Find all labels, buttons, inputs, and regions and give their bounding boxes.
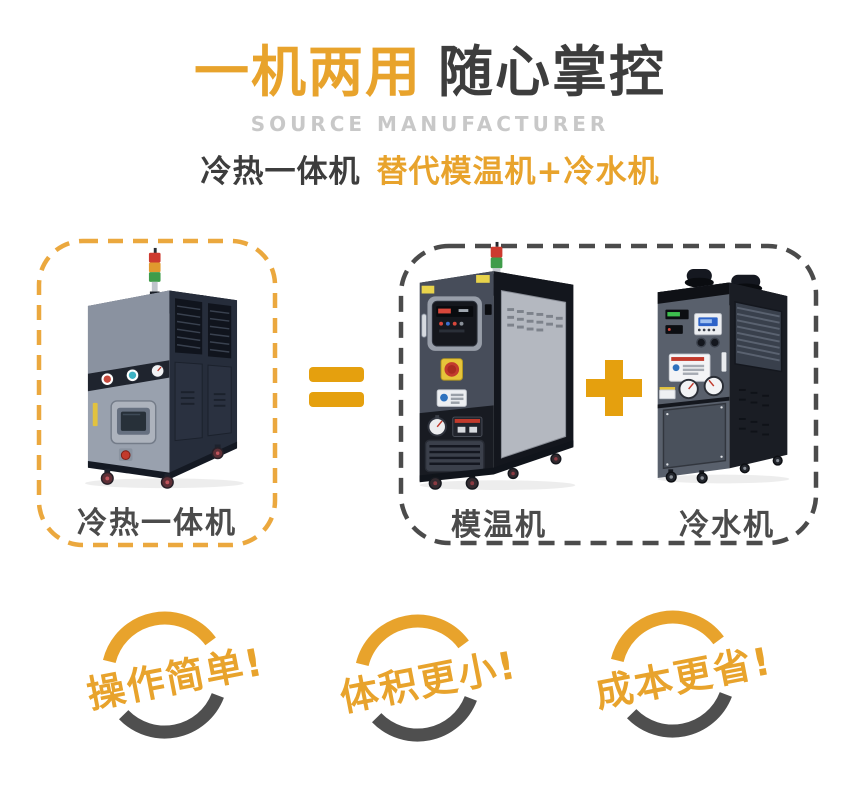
casters: [665, 455, 783, 484]
gauge-icons: [678, 375, 724, 400]
casters: [100, 444, 224, 489]
control-window: [110, 400, 157, 445]
control-window: [427, 296, 482, 351]
casters: [428, 453, 562, 490]
controller-panel: [693, 313, 723, 336]
badge-arc-icon: [101, 611, 229, 739]
benefit-badge-easy: 操作简单!: [50, 597, 280, 757]
digital-meters: [665, 309, 689, 334]
badge-arc-icon: [609, 610, 737, 738]
gauge-icons: [100, 364, 165, 386]
page-title: 一机两用随心掌控: [0, 43, 860, 102]
emergency-stop-button: [440, 358, 463, 381]
mold-machine-label: 模温机: [451, 508, 547, 543]
tagline: 冷热一体机替代模温机+冷水机: [0, 146, 860, 191]
benefit-badge-size: 体积更小!: [303, 600, 533, 760]
combo-machine-image: [85, 247, 244, 489]
title-rest: 随心掌控: [438, 40, 667, 104]
vent-grille: [424, 439, 485, 473]
chiller-machine-image: [657, 268, 790, 484]
spec-label: [668, 353, 711, 382]
signal-tower-icon: [148, 247, 161, 297]
badge-arc-icon: [354, 614, 482, 742]
plus-icon: [586, 360, 642, 416]
tagline-dark: 冷热一体机: [200, 154, 361, 190]
combo-machine-label: 冷热一体机: [77, 506, 237, 541]
tagline-accent: 替代模温机+冷水机: [376, 154, 660, 190]
benefit-badge-cost: 成本更省!: [558, 596, 788, 756]
title-accent: 一机两用: [193, 40, 422, 104]
equals-icon: [309, 367, 364, 407]
combo-dashed-border: [36, 238, 278, 548]
mold-machine-image: [419, 241, 576, 491]
subtitle: SOURCE MANUFACTURER: [250, 112, 610, 136]
replaced-dashed-border: [398, 243, 819, 546]
chiller-machine-label: 冷水机: [679, 508, 775, 543]
